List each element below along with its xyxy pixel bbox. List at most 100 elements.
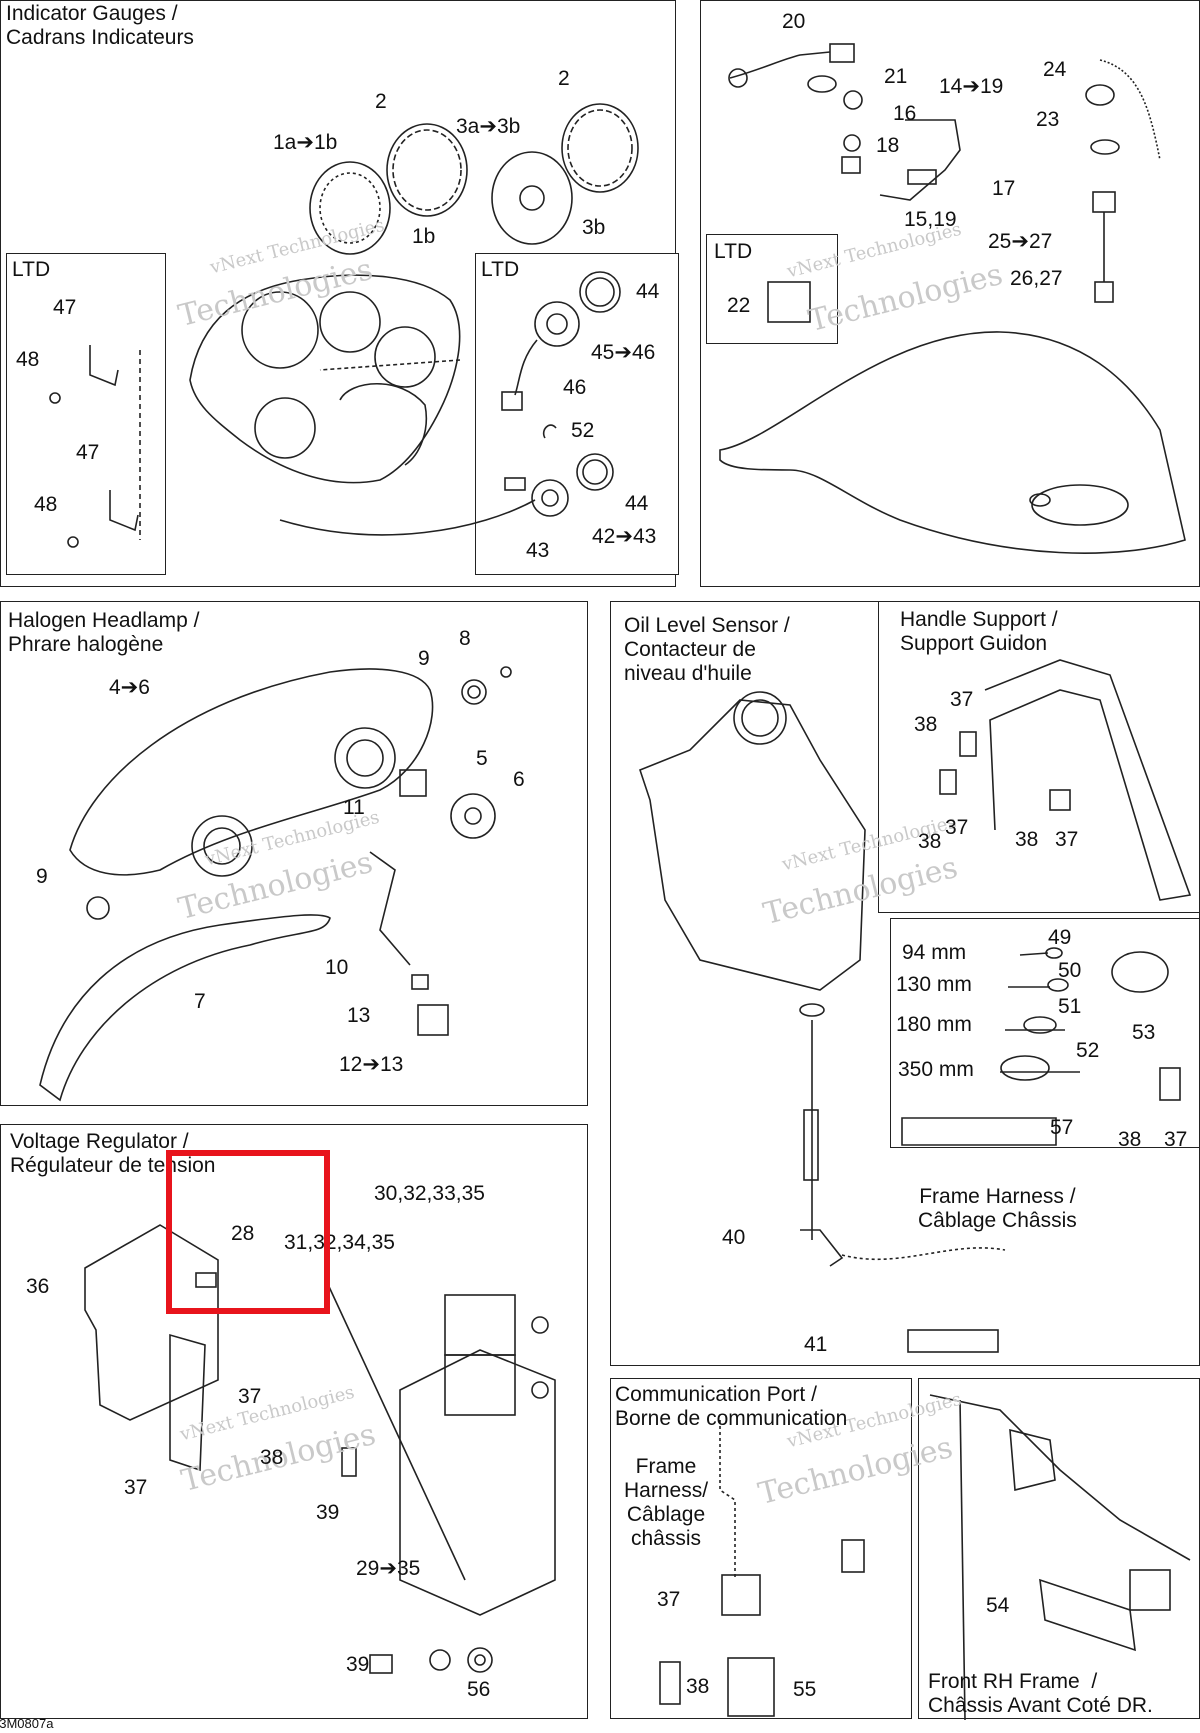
- part-label: 1b: [412, 225, 436, 248]
- part-label: 57: [1050, 1116, 1074, 1139]
- part-label: 28: [231, 1222, 255, 1245]
- halogen-headlamp-panel: [0, 601, 588, 1106]
- part-label: 40: [722, 1226, 746, 1249]
- label-frame-harness-comm: Frame Harness/ Câblage châssis: [624, 1455, 709, 1550]
- part-label: 12➔13: [339, 1053, 404, 1076]
- part-label: 37: [657, 1588, 681, 1611]
- part-label: 24: [1043, 58, 1067, 81]
- part-label: 3b: [582, 216, 606, 239]
- part-label: 7: [194, 990, 206, 1013]
- part-label: 55: [793, 1678, 817, 1701]
- highlight-box: [166, 1150, 330, 1314]
- part-label: 9: [36, 865, 48, 888]
- part-label: 22: [727, 294, 751, 317]
- part-label: 130 mm: [896, 973, 972, 996]
- figure-code: 63M0807a: [0, 1716, 54, 1731]
- part-label: 29➔35: [356, 1557, 421, 1580]
- panel-title-front-rh-frame: Front RH Frame / Châssis Avant Coté DR.: [928, 1670, 1153, 1717]
- part-label: 38: [918, 830, 942, 853]
- part-label: 180 mm: [896, 1013, 972, 1036]
- part-label: 3a➔3b: [456, 115, 521, 138]
- gauge-bezel-2b: [561, 103, 639, 193]
- part-label: 43: [526, 539, 550, 562]
- headlamp-housing: [69, 668, 434, 876]
- part-label: 350 mm: [898, 1058, 974, 1081]
- voltage-regulator-panel: [0, 1124, 588, 1719]
- front-body: [719, 331, 1186, 554]
- part-label: 47: [76, 441, 100, 464]
- part-label: 52: [571, 419, 595, 442]
- part-label: 42➔43: [592, 525, 657, 548]
- part-label: 31,32,34,35: [284, 1231, 395, 1254]
- ltd-label: LTD: [714, 240, 753, 263]
- dash-housing: [189, 274, 461, 484]
- part-label: 54: [986, 1594, 1010, 1617]
- panel-title-indicator-gauges: Indicator Gauges / Cadrans Indicateurs: [6, 2, 194, 49]
- part-label: 2: [375, 90, 387, 113]
- ltd-box-ignition: [706, 234, 838, 344]
- part-label: 37: [945, 816, 969, 839]
- part-label: 9: [418, 647, 430, 670]
- part-label: 37: [950, 688, 974, 711]
- part-label: 52: [1076, 1039, 1100, 1062]
- part-label: 8: [459, 627, 471, 650]
- part-label: 37: [1164, 1128, 1188, 1151]
- part-label: 44: [625, 492, 649, 515]
- panel-title-oil-level-sensor: Oil Level Sensor / Contacteur de niveau …: [624, 614, 790, 685]
- ltd-label: LTD: [12, 258, 51, 281]
- part-label: 6: [513, 768, 525, 791]
- regulator-bracket-36: [84, 1224, 219, 1421]
- part-label: 5: [476, 747, 488, 770]
- panel-title-voltage-regulator: Voltage Regulator / Régulateur de tensio…: [10, 1130, 216, 1177]
- gauge-3a: [491, 151, 573, 245]
- part-label: 45➔46: [591, 341, 656, 364]
- part-label: 47: [53, 296, 77, 319]
- part-label: 37: [124, 1476, 148, 1499]
- part-label: 49: [1048, 926, 1072, 949]
- part-label: 16: [893, 102, 917, 125]
- panel-title-halogen-headlamp: Halogen Headlamp / Phrare halogène: [8, 609, 200, 656]
- part-label: 23: [1036, 108, 1060, 131]
- part-label: 38: [686, 1675, 710, 1698]
- part-label: 21: [884, 65, 908, 88]
- part-label: 4➔6: [109, 676, 150, 699]
- headlamp-seal-7: [39, 914, 331, 1102]
- part-label: 26,27: [1010, 267, 1063, 290]
- part-label: 38: [1118, 1128, 1142, 1151]
- panel-title-handle-support: Handle Support / Support Guidon: [900, 608, 1058, 655]
- part-label: 38: [1015, 828, 1039, 851]
- ltd-label: LTD: [481, 258, 520, 281]
- gauge-bezel-2a: [386, 123, 468, 217]
- part-label: 25➔27: [988, 230, 1053, 253]
- part-label: 36: [26, 1275, 50, 1298]
- part-label: 17: [992, 177, 1016, 200]
- part-label: 56: [467, 1678, 491, 1701]
- front-rh-frame-panel: [918, 1378, 1200, 1719]
- part-label: 48: [16, 348, 40, 371]
- part-label: 53: [1132, 1021, 1156, 1044]
- handle-support-frame: [984, 659, 1192, 901]
- part-label: 41: [804, 1333, 828, 1356]
- part-label: 2: [558, 67, 570, 90]
- handle-support-panel: [878, 601, 1200, 913]
- part-label: 37: [1055, 828, 1079, 851]
- part-label: 39: [346, 1653, 370, 1676]
- part-label: 48: [34, 493, 58, 516]
- part-label: 44: [636, 280, 660, 303]
- part-label: 30,32,33,35: [374, 1182, 485, 1205]
- part-label: 20: [782, 10, 806, 33]
- gauge-1a: [309, 161, 391, 255]
- part-label: 11: [343, 796, 365, 819]
- part-label: 51: [1058, 995, 1082, 1018]
- part-label: 13: [347, 1004, 371, 1027]
- panel-title-communication-port: Communication Port / Borne de communicat…: [615, 1383, 848, 1430]
- part-label: 50: [1058, 959, 1082, 982]
- part-label: 38: [914, 713, 938, 736]
- part-label: 46: [563, 376, 587, 399]
- part-label: 18: [876, 134, 900, 157]
- part-label: 39: [316, 1501, 340, 1524]
- part-label: 10: [325, 956, 349, 979]
- part-label: 15,19: [904, 208, 957, 231]
- part-label: 38: [260, 1446, 284, 1469]
